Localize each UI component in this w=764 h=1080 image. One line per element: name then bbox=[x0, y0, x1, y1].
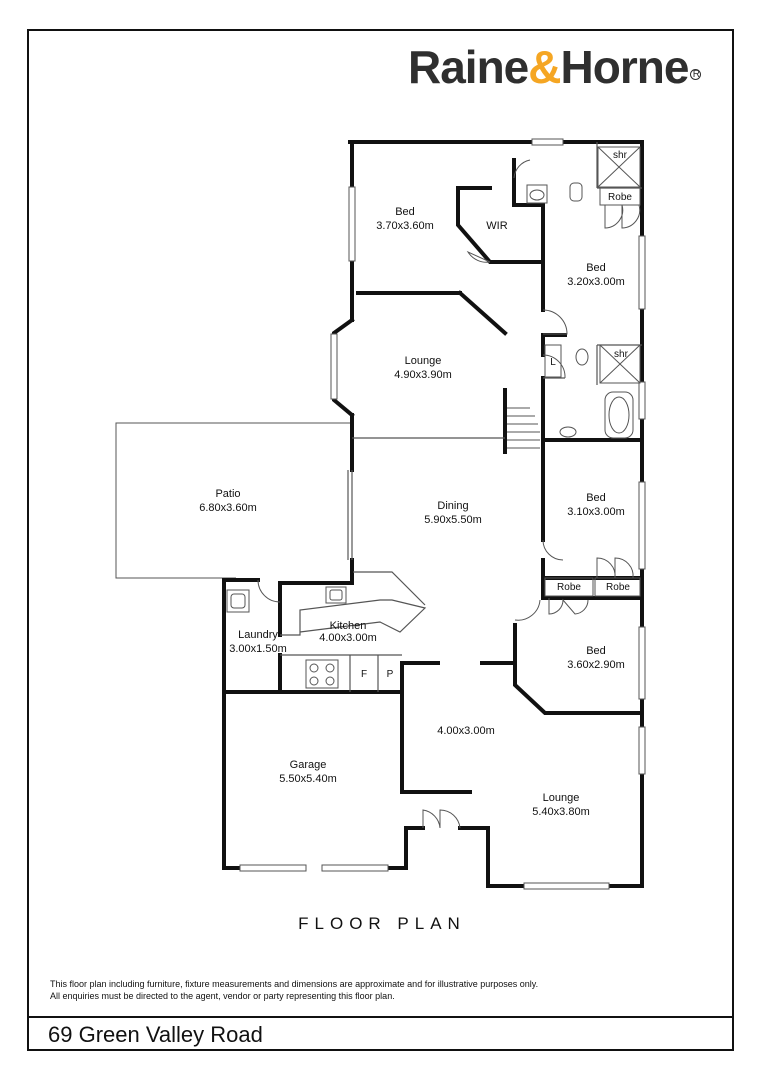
footer-divider bbox=[27, 1016, 734, 1018]
garage-name: Garage bbox=[290, 759, 327, 771]
brand-name-part2: Horne bbox=[560, 41, 690, 93]
bed2-dims: 3.20x3.00m bbox=[567, 276, 624, 288]
lounge1-name: Lounge bbox=[405, 355, 442, 367]
laundry-name: Laundry bbox=[238, 629, 278, 641]
lounge1-dims: 4.90x3.90m bbox=[394, 369, 451, 381]
property-address: 69 Green Valley Road bbox=[48, 1022, 263, 1047]
basin-1 bbox=[529, 189, 545, 201]
fixture-labels: shr shr Robe Robe Robe L F P bbox=[361, 150, 632, 680]
basin-2 bbox=[559, 426, 577, 438]
hall-dims: 4.00x3.00m bbox=[437, 725, 494, 737]
door-swings bbox=[257, 159, 641, 829]
registered-mark: R bbox=[690, 69, 702, 80]
linen-label: L bbox=[550, 357, 556, 368]
kitchen-name: Kitchen bbox=[330, 620, 367, 632]
patio-name: Patio bbox=[215, 488, 240, 500]
disclaimer-line-2: All enquiries must be directed to the ag… bbox=[50, 991, 395, 1001]
shower-box-2 bbox=[599, 344, 641, 384]
bed1-dims: 3.70x3.60m bbox=[376, 220, 433, 232]
dining-name: Dining bbox=[437, 500, 468, 512]
bed1-name: Bed bbox=[395, 206, 415, 218]
lounge2-name: Lounge bbox=[543, 792, 580, 804]
disclaimer-line-1: This floor plan including furniture, fix… bbox=[50, 979, 539, 989]
fridge-label: F bbox=[361, 669, 367, 680]
dining-dims: 5.90x5.50m bbox=[424, 514, 481, 526]
robe1-label: Robe bbox=[608, 192, 632, 203]
linen-box bbox=[544, 344, 562, 378]
patio-dims: 6.80x3.60m bbox=[199, 502, 256, 514]
toilet-1 bbox=[569, 182, 583, 202]
floor-plan-title: FLOOR PLAN bbox=[298, 914, 466, 933]
shower-box-1 bbox=[597, 146, 641, 188]
shr2-label: shr bbox=[614, 349, 629, 360]
brand-name-part1: Raine bbox=[408, 41, 529, 93]
bathtub bbox=[604, 391, 634, 439]
bed3-dims: 3.10x3.00m bbox=[567, 506, 624, 518]
toilet-2 bbox=[575, 348, 589, 366]
thin-partitions bbox=[280, 142, 642, 692]
stairs bbox=[507, 407, 540, 449]
room-labels: Bed 3.70x3.60m WIR Bed 3.20x3.00m Lounge… bbox=[199, 206, 624, 818]
wir-name: WIR bbox=[486, 220, 507, 232]
pantry-label: P bbox=[387, 669, 394, 680]
bed2-name: Bed bbox=[586, 262, 606, 274]
walls bbox=[222, 140, 644, 888]
robe3-label: Robe bbox=[606, 582, 630, 593]
patio-outline bbox=[115, 422, 350, 579]
robe-box-1 bbox=[599, 187, 641, 206]
bed4-dims: 3.60x2.90m bbox=[567, 659, 624, 671]
kitchen-dims: 4.00x3.00m bbox=[319, 632, 376, 644]
shr1-label: shr bbox=[613, 150, 628, 161]
windows bbox=[239, 138, 646, 890]
fixtures bbox=[226, 146, 641, 689]
laundry-dims: 3.00x1.50m bbox=[229, 643, 286, 655]
disclaimer: This floor plan including furniture, fix… bbox=[50, 978, 710, 1002]
robe2-label: Robe bbox=[557, 582, 581, 593]
cooktop bbox=[305, 659, 339, 689]
garage-dims: 5.50x5.40m bbox=[279, 773, 336, 785]
robe-box-2 bbox=[544, 577, 594, 597]
bed3-name: Bed bbox=[586, 492, 606, 504]
bed4-name: Bed bbox=[586, 645, 606, 657]
brand-logo: Raine & Horne R bbox=[408, 40, 702, 93]
brand-ampersand: & bbox=[528, 41, 561, 93]
page-frame bbox=[27, 29, 734, 1051]
lounge2-dims: 5.40x3.80m bbox=[532, 806, 589, 818]
robe-box-3 bbox=[594, 577, 641, 597]
